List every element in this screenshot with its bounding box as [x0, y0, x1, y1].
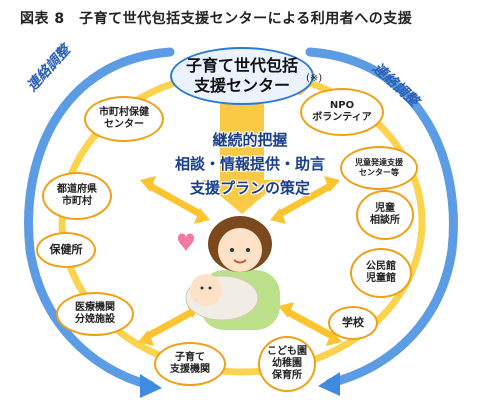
center-note: (※): [306, 73, 323, 84]
support-line-1: 継続的把握: [212, 131, 288, 149]
support-text-block: 継続的把握 相談・情報提供・助言 支援プランの策定: [165, 128, 335, 200]
arrow-right-lower: [278, 302, 342, 346]
node-jidohattatsu: 児童発達支援 センター等: [340, 146, 418, 190]
arrow-right-upper: [270, 176, 340, 224]
node-hokencenter: 市町村保健 センター: [84, 96, 164, 142]
coordination-arc-right: [305, 47, 458, 388]
mother-face: [218, 228, 262, 272]
node-kodomoen: こども園 幼稚園 保育所: [258, 336, 316, 392]
mother-and-baby-illustration: [178, 216, 280, 330]
baby-face: [190, 274, 222, 306]
heart-icon: [178, 233, 194, 252]
coordination-arc-right-head: [318, 372, 340, 396]
down-arrow: [202, 104, 282, 214]
node-npo: NPO ボランティア: [300, 88, 384, 136]
node-kosodate: 子育て 支援機関: [154, 342, 226, 386]
arrow-left-upper: [140, 176, 210, 224]
support-line-3: 支援プランの策定: [189, 179, 310, 197]
coordination-arc-left: [24, 47, 175, 390]
node-iryo: 医療機関 分娩施設: [56, 292, 134, 336]
node-gakko: 学校: [328, 306, 378, 340]
coordination-arc-left-head: [140, 374, 162, 398]
node-kominkan: 公民館 児童館: [350, 248, 412, 298]
support-line-2: 相談・情報提供・助言: [174, 155, 325, 173]
node-todofuken: 都道府県 市町村: [42, 172, 112, 220]
node-jidosodan: 児童 相談所: [356, 190, 414, 240]
node-hokenjo: 保健所: [36, 232, 96, 268]
figure-title: 図表 8 子育て世代包括支援センターによる利用者への支援: [20, 11, 413, 27]
center-node: 子育て世代包括 支援センター: [170, 47, 314, 105]
